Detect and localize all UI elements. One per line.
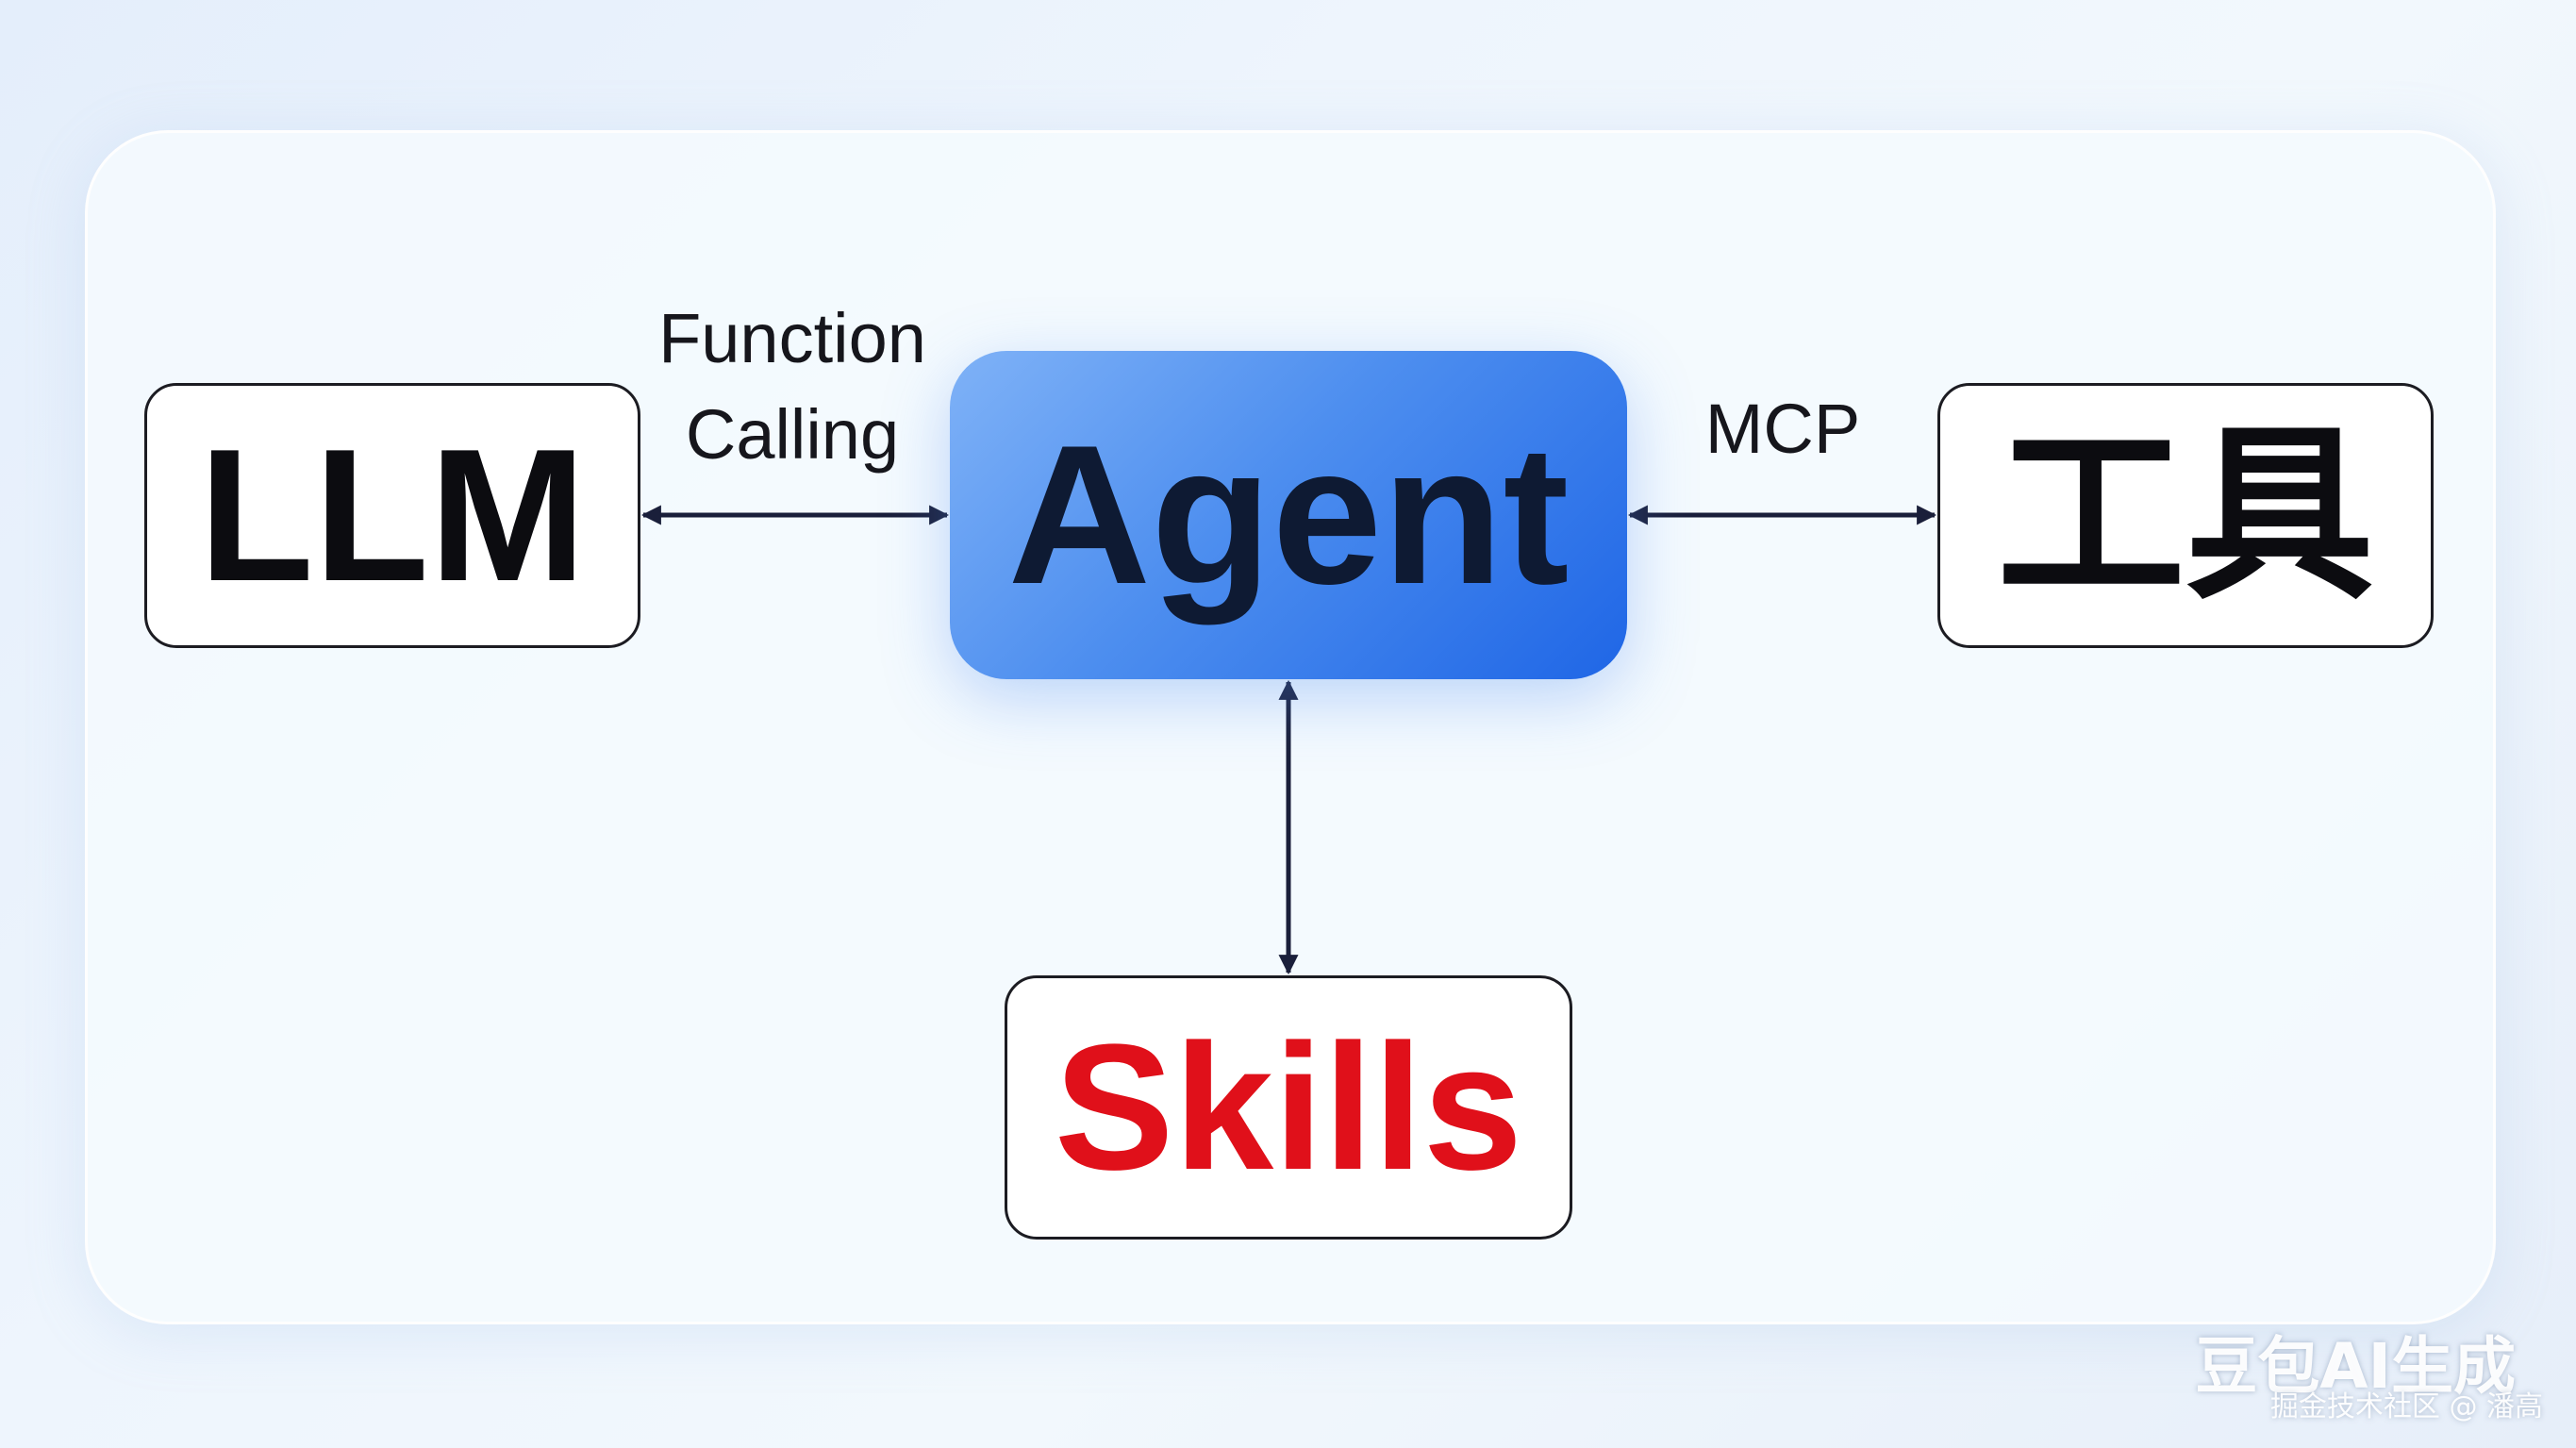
skills-node: Skills (1005, 975, 1572, 1240)
watermark-logo: 豆包AI生成 (2195, 1330, 2516, 1403)
tools-node-label: 工具 (1996, 405, 2374, 625)
agent-node: Agent (950, 351, 1627, 679)
mcp-label: MCP (1704, 390, 1861, 468)
tools-node: 工具 (1937, 383, 2434, 648)
watermark-credit: 掘金技术社区 @ 潘高 (2269, 1390, 2543, 1423)
function-calling-label: Function Calling (658, 299, 926, 474)
skills-node-label: Skills (1054, 1007, 1523, 1207)
llm-node-label: LLM (198, 409, 587, 621)
llm-node: LLM (144, 383, 640, 648)
agent-node-label: Agent (1007, 404, 1570, 625)
